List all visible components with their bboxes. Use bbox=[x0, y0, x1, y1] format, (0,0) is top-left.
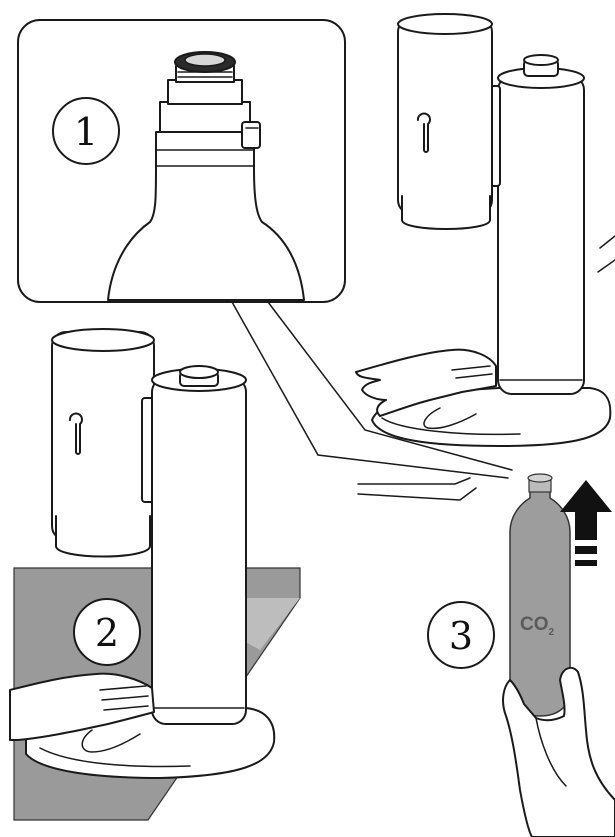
callout-connector bbox=[231, 301, 513, 479]
step-1-badge: 1 bbox=[52, 97, 120, 165]
step-1-number: 1 bbox=[74, 110, 98, 154]
arrow-up-icon bbox=[560, 480, 612, 566]
soda-machine-step-3 bbox=[371, 13, 612, 447]
step-2-number: 2 bbox=[95, 611, 119, 655]
step-3-number: 3 bbox=[449, 614, 473, 658]
co2-cylinder-icon: CO2 bbox=[509, 473, 571, 717]
step-2-badge: 2 bbox=[73, 598, 141, 666]
step-3-badge: 3 bbox=[427, 601, 495, 669]
co2-label: CO2 bbox=[520, 614, 555, 638]
step-3-table bbox=[357, 235, 615, 501]
hand-on-machine-step-3 bbox=[355, 348, 497, 430]
hand-holding-cylinder bbox=[502, 666, 615, 837]
cylinder-neck-closeup bbox=[107, 51, 305, 301]
hand-on-machine-step-2 bbox=[9, 672, 155, 753]
